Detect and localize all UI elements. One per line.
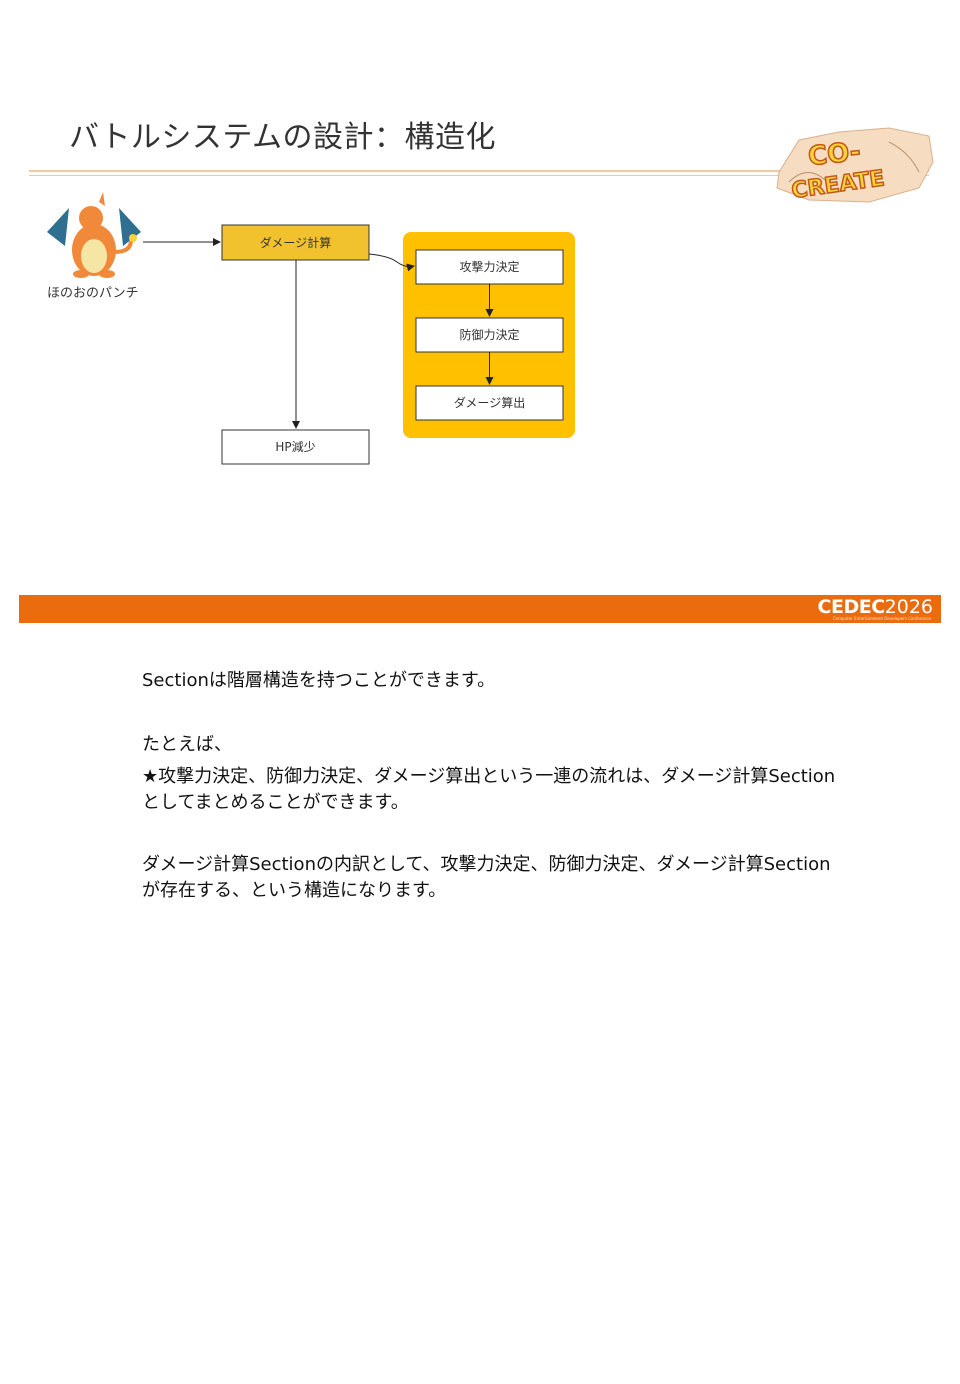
title-rule <box>29 170 929 172</box>
slide-title: バトルシステムの設計：構造化 <box>69 120 496 155</box>
hp-decrease-label: HP減少 <box>275 439 315 454</box>
note-line-4: ダメージ計算Sectionの内訳として、攻撃力決定、防御力決定、ダメージ計算Se… <box>142 854 831 901</box>
damage-output-box <box>415 385 564 421</box>
co-create-logo: CO- CREATE <box>776 127 934 205</box>
defense-box <box>415 317 564 353</box>
cedec-year: 2026 <box>884 596 933 618</box>
damage-output-label: ダメージ算出 <box>454 395 525 410</box>
note-line-2: たとえば、 <box>142 734 232 755</box>
cedec-logo: CEDEC2026 <box>818 596 933 618</box>
character-illustration <box>47 192 141 278</box>
flow-diagram: ダメージ計算 攻撃力決定 防御力決定 ダメージ算出 HP減少 <box>47 192 575 465</box>
slide: バトルシステムの設計：構造化 CO- CREATE <box>19 92 941 623</box>
arrow-damage-to-attack <box>368 253 415 272</box>
hp-decrease-box <box>221 429 370 465</box>
attack-label: 攻撃力決定 <box>459 259 519 274</box>
cedec-subtitle: Computer Entertainment Developers Confer… <box>832 616 931 621</box>
slide-footer: CEDEC2026 Computer Entertainment Develop… <box>19 595 941 623</box>
character-caption: ほのおのパンチ <box>47 286 139 301</box>
note-line-1: Sectionは階層構造を持つことができます。 <box>142 670 496 691</box>
attack-box <box>415 249 564 285</box>
defense-label: 防御力決定 <box>459 327 519 342</box>
logo-text-top: CO- <box>807 137 862 172</box>
damage-calc-box <box>221 224 370 261</box>
note-line-3: ★攻撃力決定、防御力決定、ダメージ算出という一連の流れは、ダメージ計算Secti… <box>142 766 836 813</box>
damage-calc-label: ダメージ計算 <box>260 235 331 250</box>
cedec-brand: CEDEC <box>817 596 886 618</box>
title-rule-thin <box>29 175 929 176</box>
